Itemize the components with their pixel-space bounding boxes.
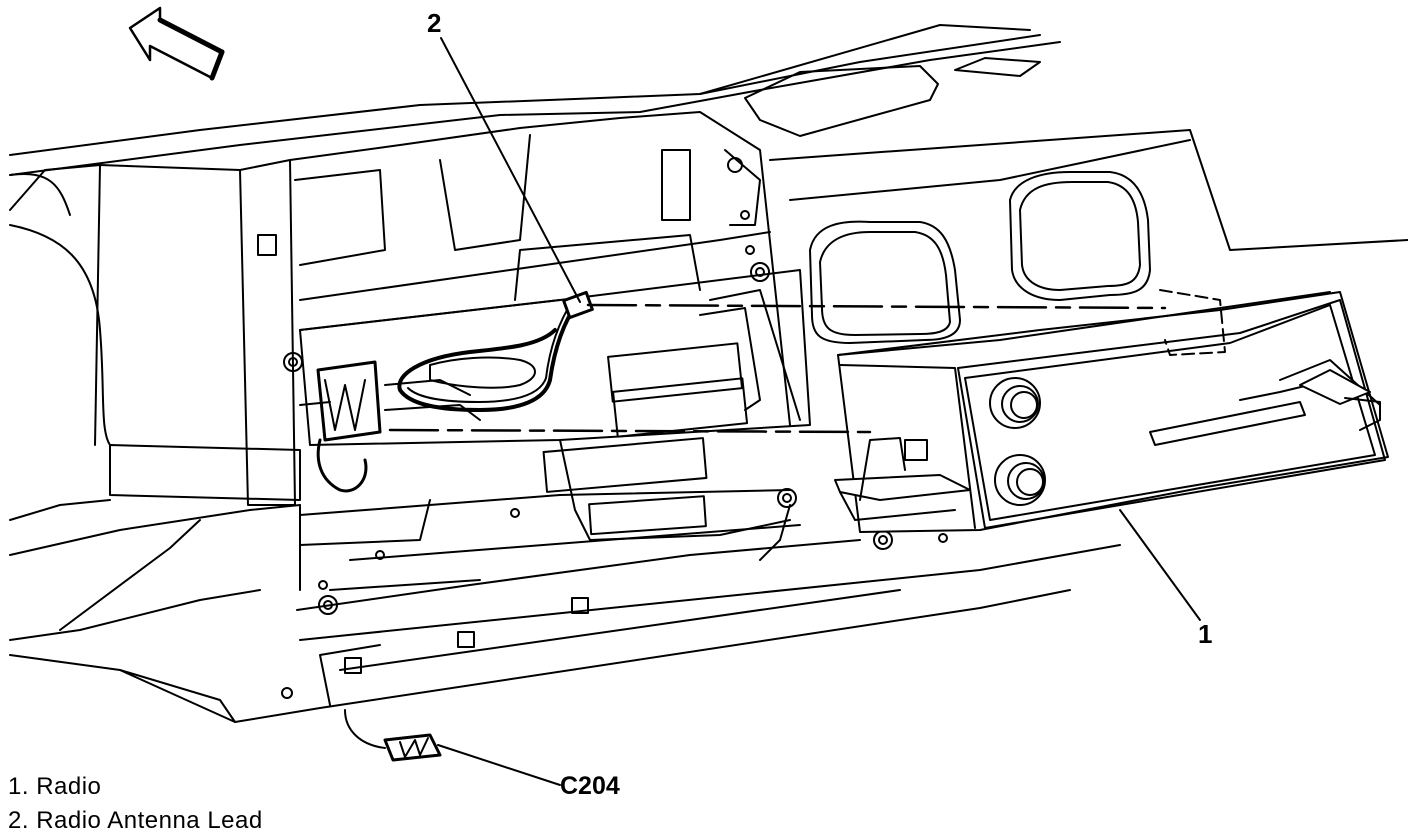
radio-unit	[834, 289, 1389, 533]
antenna-lead	[299, 290, 791, 762]
leader-lines	[437, 37, 1201, 786]
instrument-panel-carrier	[9, 24, 1408, 723]
callout-2: 2	[427, 8, 442, 38]
connector-label-c204: C204	[560, 772, 620, 800]
legend-item-radio: 1. Radio	[8, 773, 102, 800]
alignment-lines	[388, 303, 1167, 434]
callout-1: 1	[1198, 619, 1213, 649]
legend-item-antenna-lead: 2. Radio Antenna Lead	[8, 807, 263, 834]
direction-arrow-icon	[128, 6, 225, 81]
legend: 1. Radio 2. Radio Antenna Lead	[8, 770, 263, 838]
